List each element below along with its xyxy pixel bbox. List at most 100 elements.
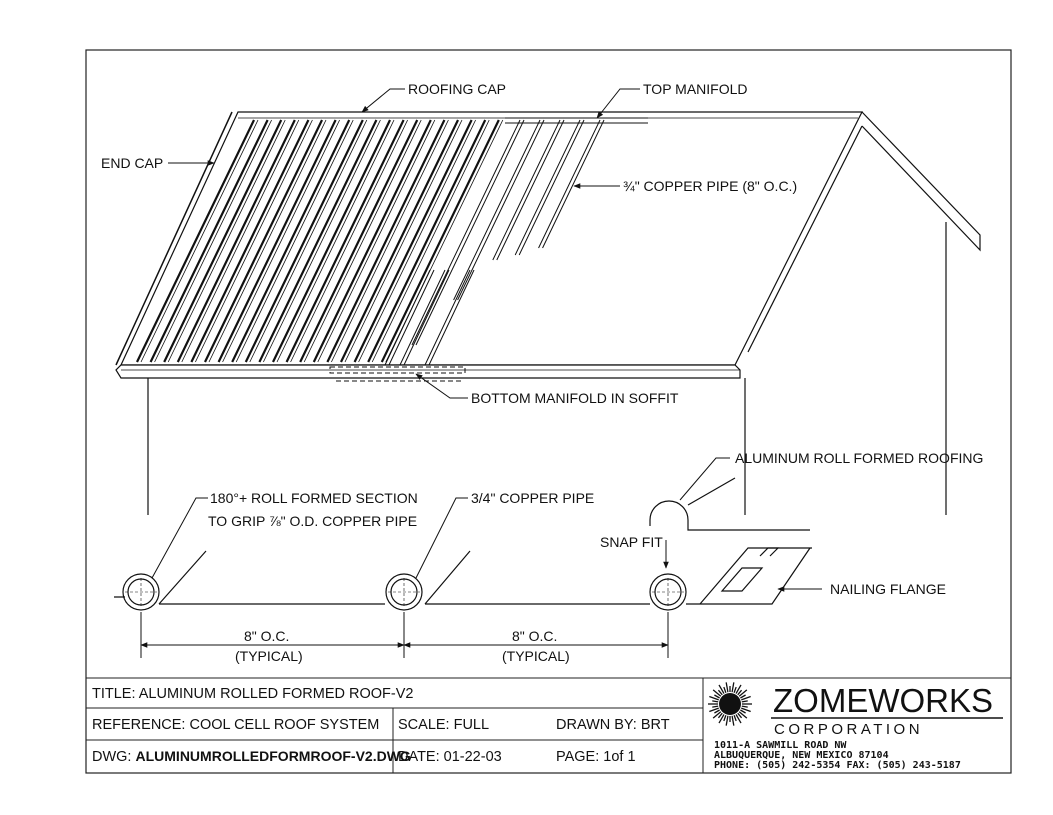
dwg-field: DWG: ALUMINUMROLLEDFORMROOF-V2.DWG (92, 748, 411, 765)
end-cap-label: END CAP (101, 155, 163, 171)
dim-left-value: 8" O.C. (244, 628, 289, 644)
copper-pipe-spacing-label: ¾" COPPER PIPE (8" O.C.) (623, 178, 797, 194)
copper-pipe (403, 269, 450, 366)
logo-ray (725, 682, 729, 693)
roof-rib-edge (371, 119, 490, 363)
logo-ray (741, 695, 751, 701)
logo-ray (737, 712, 743, 719)
logo-ray (717, 712, 723, 719)
logo-ray (733, 715, 737, 722)
roof-rib (299, 119, 419, 363)
roof-rib-edge (195, 119, 313, 363)
logo-ray (712, 700, 719, 703)
snap-fit-label: SNAP FIT (600, 534, 663, 550)
roof-rib-edge (154, 119, 272, 363)
logo-ray (741, 707, 751, 713)
logo-ray (718, 684, 725, 694)
gable-end (861, 111, 981, 252)
roof-rib-edge (235, 119, 354, 363)
logo-ray (740, 694, 746, 699)
roofing-cap-label: ROOFING CAP (408, 81, 506, 97)
roof-rib-edge (276, 119, 395, 363)
logo-center (719, 693, 741, 715)
company-address2: ALBUQUERQUE, NEW MEXICO 87104 (714, 750, 889, 761)
title-block (85, 677, 1012, 774)
roof-rib (244, 119, 364, 363)
dimensions (140, 612, 669, 658)
roof-panel-outline (120, 111, 863, 366)
roof-rib (312, 119, 432, 363)
roof-rib (272, 119, 391, 363)
roof-rib-edge (290, 119, 408, 363)
roof-rib (326, 119, 446, 363)
company-name: ZOMEWORKS (773, 682, 993, 719)
title-field: TITLE: ALUMINUM ROLLED FORMED ROOF-V2 (92, 686, 413, 702)
roof-eave (115, 364, 741, 379)
logo-ray (741, 700, 748, 703)
copper-pipe-left (122, 573, 160, 611)
roof-rib (258, 119, 378, 363)
roof-rib-edge (167, 119, 286, 363)
roof-rib-edge (222, 119, 340, 363)
copper-pipe (496, 119, 565, 261)
roof-rib (285, 119, 405, 363)
logo-ray (740, 709, 746, 714)
company-suffix: CORPORATION (774, 721, 923, 738)
roof-rib (353, 119, 473, 363)
copper-pipe (453, 119, 541, 301)
bottom-manifold (329, 366, 466, 374)
logo-ray (738, 689, 748, 697)
reference-field: REFERENCE: COOL CELL ROOF SYSTEM (92, 717, 379, 733)
roof-rib (380, 119, 500, 363)
copper-detail-leader (415, 497, 468, 579)
copper-pipe (492, 119, 561, 261)
section-detail (114, 477, 812, 611)
roof-rib (204, 119, 323, 363)
roofing-sheet (114, 547, 811, 605)
roof-rib-edge (263, 119, 381, 363)
logo-ray (718, 714, 725, 724)
exposed-copper-pipes (384, 119, 605, 366)
copper-pipe (518, 119, 585, 256)
copper-pipe (424, 269, 471, 366)
logo-ray (731, 715, 735, 726)
roof-rib (340, 119, 459, 363)
copper-pipe-detail-label: 3/4" COPPER PIPE (471, 490, 594, 506)
logo-ray (712, 689, 722, 697)
logo-ray (723, 686, 727, 693)
copper-pipe (428, 269, 475, 366)
copper-pipe (514, 119, 581, 256)
roof-ribs (136, 119, 504, 363)
company-address1: 1011-A SAWMILL ROAD NW (714, 740, 847, 751)
roof-rib (367, 119, 487, 363)
bottom-manifold-leader (415, 373, 468, 399)
copper-pipe-right (649, 573, 687, 611)
logo-ray (723, 715, 727, 722)
nailing-flange-label: NAILING FLANGE (830, 581, 946, 597)
snap-fit-section (649, 477, 810, 531)
logo-ray (735, 714, 742, 724)
logo-ray (738, 711, 748, 719)
roof-rib (231, 119, 351, 363)
company-phone: PHONE: (505) 242-5354 FAX: (505) 243-518… (714, 760, 961, 771)
top-manifold-label: TOP MANIFOLD (643, 81, 748, 97)
logo-ray (712, 711, 722, 719)
logo-ray (725, 715, 729, 726)
roof-rib-edge (317, 119, 436, 363)
roofing-cap-leader (361, 88, 405, 113)
roof-rib (149, 119, 269, 363)
roof-rib-edge (358, 119, 476, 363)
logo-ray (714, 709, 720, 714)
drawn-by-field: DRAWN BY: BRT (556, 717, 670, 733)
roof-rib (176, 119, 296, 363)
roof-rib (163, 119, 283, 363)
copper-pipe (542, 119, 605, 249)
roll-section-leader (151, 497, 208, 579)
logo-ray (714, 694, 720, 699)
bottom-manifold-label: BOTTOM MANIFOLD IN SOFFIT (471, 390, 679, 406)
dim-right-value: 8" O.C. (512, 628, 557, 644)
roof-rib (217, 119, 337, 363)
dim-right-note: (TYPICAL) (502, 648, 570, 664)
roof-rib-edge (344, 119, 463, 363)
